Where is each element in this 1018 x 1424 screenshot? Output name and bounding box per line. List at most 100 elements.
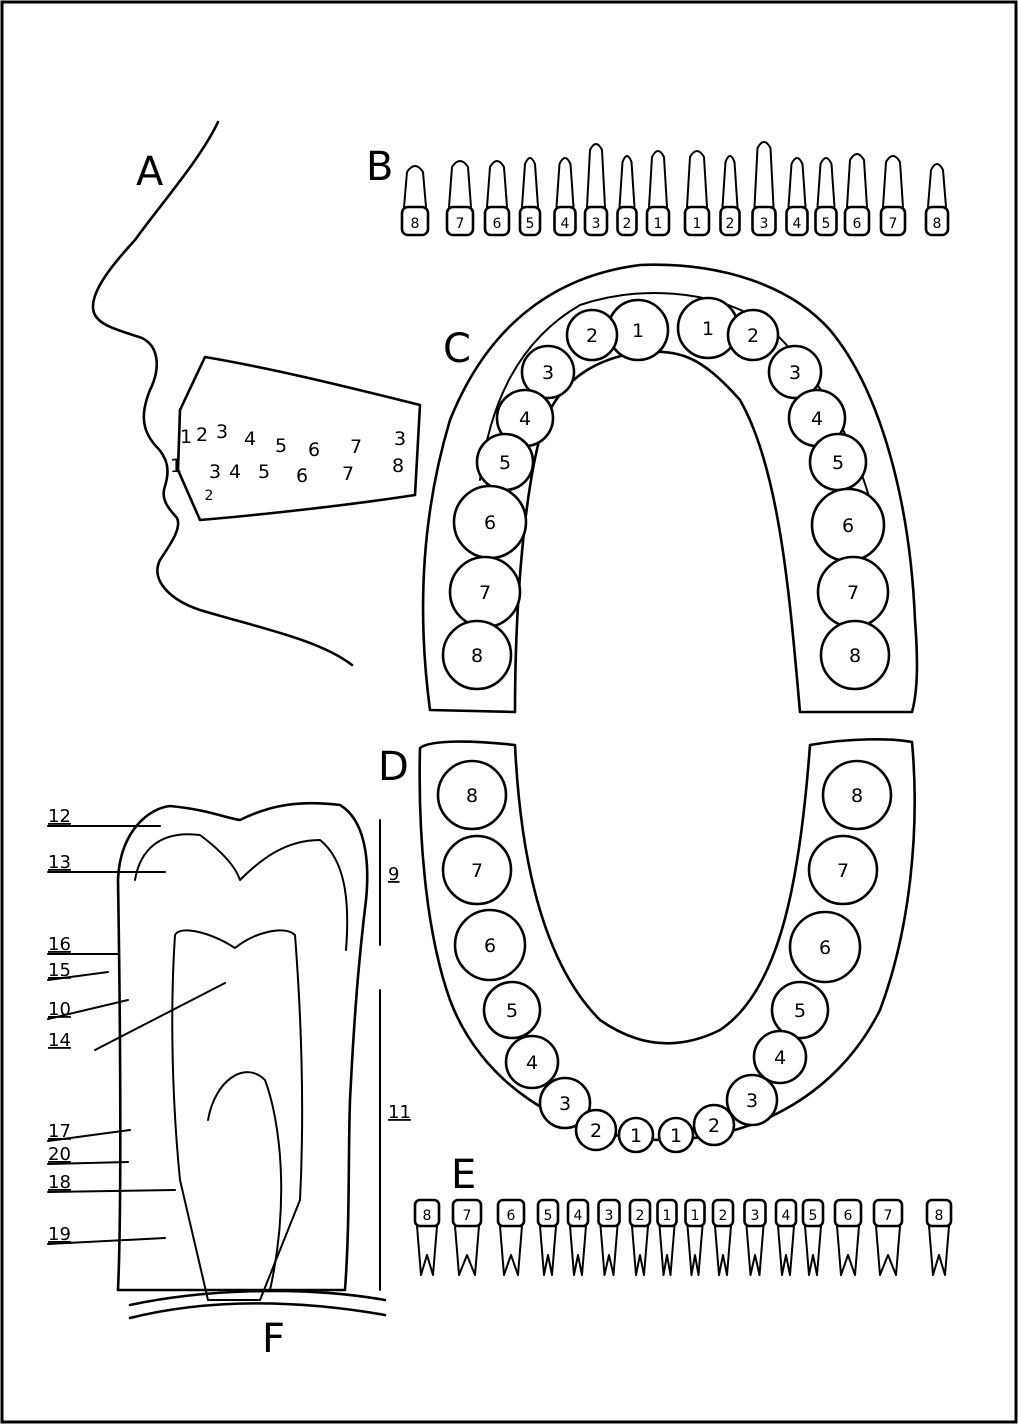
upper-row-root: [649, 151, 667, 207]
upper-arch-number: 6: [484, 512, 496, 534]
label-19: 19: [48, 1224, 71, 1245]
lateral-upper-8: 3: [394, 428, 406, 450]
upper-row-root: [587, 144, 605, 207]
upper-row-number: 2: [623, 216, 632, 232]
upper-arch-number: 7: [847, 582, 859, 604]
lateral-lower-1: 1: [170, 455, 182, 477]
upper-row-root: [404, 166, 426, 207]
upper-row-number: 3: [760, 216, 769, 232]
lower-row-number: 7: [884, 1208, 893, 1224]
lateral-view: 1 2 3 4 5 6 7 3 1 2 3 4 5 6 7 8: [93, 122, 420, 665]
lower-row-root: [417, 1226, 437, 1275]
upper-row-number: 7: [456, 216, 465, 232]
lower-arch-number: 4: [526, 1052, 538, 1074]
lateral-upper-3: 3: [216, 421, 228, 443]
lower-row-number: 3: [605, 1208, 614, 1224]
upper-arch-number: 4: [811, 408, 823, 430]
upper-row-root: [620, 156, 635, 207]
lower-row-number: 6: [844, 1208, 853, 1224]
label-18: 18: [48, 1172, 71, 1193]
lower-arch-number: 7: [837, 860, 849, 882]
upper-row-number: 5: [822, 216, 831, 232]
lower-row-number: 3: [751, 1208, 760, 1224]
lower-row-number: 4: [574, 1208, 583, 1224]
lower-row-number: 7: [463, 1208, 472, 1224]
lower-arch-number: 1: [670, 1125, 682, 1147]
lower-row-root: [876, 1226, 900, 1275]
lateral-upper-6: 6: [308, 439, 320, 461]
upper-row-number: 7: [889, 216, 898, 232]
lateral-upper-7: 7: [350, 436, 362, 458]
lower-row-number: 2: [719, 1208, 728, 1224]
lower-row-number: 4: [782, 1208, 791, 1224]
lateral-lower-7: 7: [342, 463, 354, 485]
section-f-label: F: [262, 1316, 285, 1362]
upper-row-number: 5: [526, 216, 535, 232]
lower-arch-number: 8: [851, 785, 863, 807]
lateral-upper-4: 4: [244, 428, 256, 450]
lower-arch-number: 2: [590, 1120, 602, 1142]
lower-row-root: [632, 1226, 648, 1275]
upper-row-root: [557, 158, 574, 207]
lower-row-number: 5: [544, 1208, 553, 1224]
lower-row-root: [929, 1226, 949, 1275]
upper-row-root: [818, 158, 835, 207]
lateral-upper-1: 1: [180, 426, 192, 448]
lower-row-root: [570, 1226, 586, 1275]
upper-row-root: [687, 151, 707, 207]
lower-row-number: 1: [663, 1208, 672, 1224]
section-a-label: A: [136, 149, 164, 195]
upper-row-number: 6: [853, 216, 862, 232]
lower-arch-number: 4: [774, 1047, 786, 1069]
section-d-label: D: [378, 744, 409, 790]
lower-row-root: [500, 1226, 522, 1275]
lateral-lower-5: 5: [258, 461, 270, 483]
label-12: 12: [48, 806, 71, 827]
upper-arch-number: 5: [832, 452, 844, 474]
upper-arch-number: 2: [747, 325, 759, 347]
lower-row-root: [837, 1226, 859, 1275]
lower-arch-number: 2: [708, 1115, 720, 1137]
lateral-lower-6: 6: [296, 465, 308, 487]
lower-row-number: 8: [423, 1208, 432, 1224]
upper-row-root: [847, 154, 867, 207]
lower-arch-number: 5: [506, 1000, 518, 1022]
lower-arch-number: 3: [559, 1093, 571, 1115]
upper-row-number: 3: [592, 216, 601, 232]
lower-arch-number: 5: [794, 1000, 806, 1022]
upper-row-root: [928, 164, 946, 207]
lower-row-root: [540, 1226, 556, 1275]
lower-row-root: [805, 1226, 821, 1275]
upper-row-root: [522, 158, 538, 207]
lower-arch-number: 3: [746, 1090, 758, 1112]
upper-row-number: 1: [654, 216, 663, 232]
upper-arch-number: 4: [519, 408, 531, 430]
upper-row-number: 8: [411, 216, 420, 232]
lateral-lower-4: 4: [229, 461, 241, 483]
upper-row-root: [723, 156, 738, 207]
upper-row-root: [883, 156, 903, 207]
lower-row-root: [455, 1226, 479, 1275]
lower-row-number: 6: [507, 1208, 516, 1224]
upper-arch-number: 5: [499, 452, 511, 474]
upper-row-number: 4: [561, 216, 570, 232]
lower-arch-number: 8: [466, 785, 478, 807]
generated-marks: 8765432112345678876543211234567812345678…: [48, 142, 951, 1275]
label-13: 13: [48, 852, 71, 873]
leader-line: [95, 983, 225, 1050]
label-14: 14: [48, 1030, 71, 1051]
lower-row-number: 8: [935, 1208, 944, 1224]
lower-arch-number: 1: [630, 1125, 642, 1147]
upper-arch-number: 1: [702, 318, 714, 340]
lower-row-root: [715, 1226, 731, 1275]
upper-row-root: [789, 158, 806, 207]
lower-row-root: [601, 1226, 618, 1275]
lower-row-root: [688, 1226, 703, 1275]
upper-row-root: [755, 142, 774, 207]
lower-row-number: 2: [636, 1208, 645, 1224]
lower-arch-number: 7: [471, 860, 483, 882]
upper-arch-number: 1: [632, 320, 644, 342]
upper-row-root: [487, 161, 507, 207]
section-c-label: C: [443, 326, 471, 372]
